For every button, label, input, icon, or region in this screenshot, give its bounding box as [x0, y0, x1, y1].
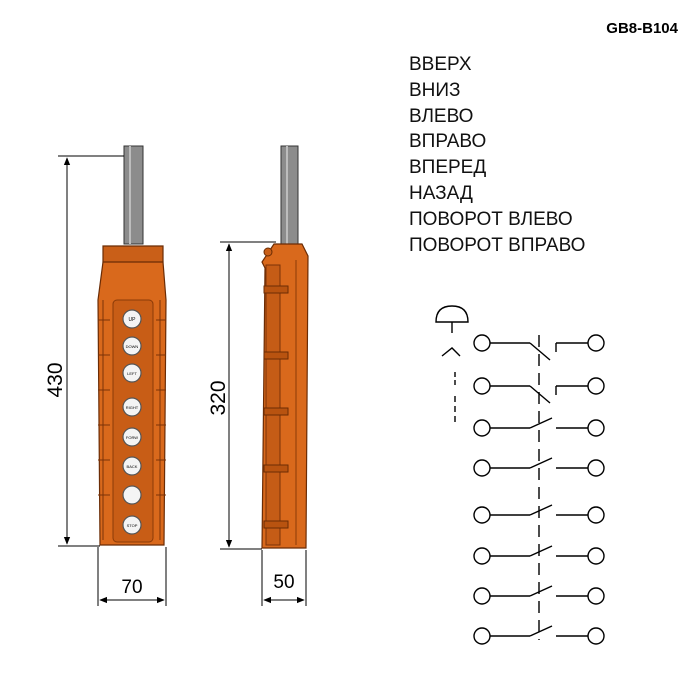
- svg-text:BACK: BACK: [127, 464, 138, 469]
- dimension-height-body: [220, 241, 276, 550]
- svg-text:FORW: FORW: [126, 435, 138, 440]
- side-cable: [280, 145, 299, 245]
- dimension-430-label: 430: [44, 362, 67, 397]
- svg-text:RIGHT: RIGHT: [126, 405, 139, 410]
- function-label-back: НАЗАД: [409, 182, 473, 204]
- front-housing-top: [102, 245, 164, 265]
- function-label-down: ВНИЗ: [409, 79, 461, 101]
- function-label-rotate-left: ПОВОРОТ ВЛЕВО: [409, 208, 573, 230]
- svg-text:LEFT: LEFT: [127, 371, 137, 376]
- dimension-depth: [261, 550, 307, 606]
- pendant-button-6: BACK: [122, 456, 142, 476]
- circuit-schematic: [435, 305, 605, 645]
- pendant-button-3: LEFT: [122, 363, 142, 383]
- pendant-button-1: UP: [122, 309, 142, 329]
- dimension-width: [97, 547, 167, 606]
- front-cable: [123, 145, 144, 245]
- function-label-up: ВВЕРХ: [409, 54, 472, 75]
- pendant-button-4: RIGHT: [122, 397, 142, 417]
- function-label-rotate-right: ПОВОРОТ ВПРАВО: [409, 234, 586, 256]
- front-buttons: UP DOWN LEFT RIGHT FORW BACK: [122, 309, 142, 535]
- function-label-left: ВЛЕВО: [409, 105, 474, 127]
- pendant-button-8: STOP: [122, 515, 142, 535]
- svg-text:UP: UP: [129, 317, 137, 323]
- function-list: ВВЕРХ ВНИЗ ВЛЕВО ВПРАВО ВПЕРЕД НАЗАД ПОВ…: [409, 52, 585, 258]
- pendant-button-5: FORW: [122, 427, 142, 447]
- switch-contact-5: [473, 504, 605, 524]
- switch-contact-1: [473, 334, 605, 361]
- svg-text:DOWN: DOWN: [126, 344, 139, 349]
- front-view: UP DOWN LEFT RIGHT FORW BACK: [44, 145, 167, 606]
- switch-contact-7: [473, 585, 605, 605]
- function-label-right: ВПРАВО: [409, 131, 487, 153]
- function-label-forward: ВПЕРЕД: [409, 157, 487, 179]
- switch-contact-2: [473, 377, 605, 404]
- stop-actuator-symbol: [435, 305, 469, 425]
- switch-contact-3: [473, 417, 605, 437]
- switch-contact-8: [473, 625, 605, 645]
- switch-contact-4: [473, 457, 605, 477]
- switch-contact-6: [473, 545, 605, 565]
- model-code: GB8-B104: [606, 20, 678, 37]
- pendant-button-2: DOWN: [122, 336, 142, 356]
- side-view: 320 50: [207, 145, 309, 606]
- dimension-320-label: 320: [207, 380, 230, 415]
- dimension-70-label: 70: [121, 577, 142, 598]
- dimension-height-total: [58, 155, 124, 547]
- dimension-50-label: 50: [273, 572, 294, 593]
- svg-text:STOP: STOP: [127, 523, 138, 528]
- pendant-button-7: [122, 485, 142, 505]
